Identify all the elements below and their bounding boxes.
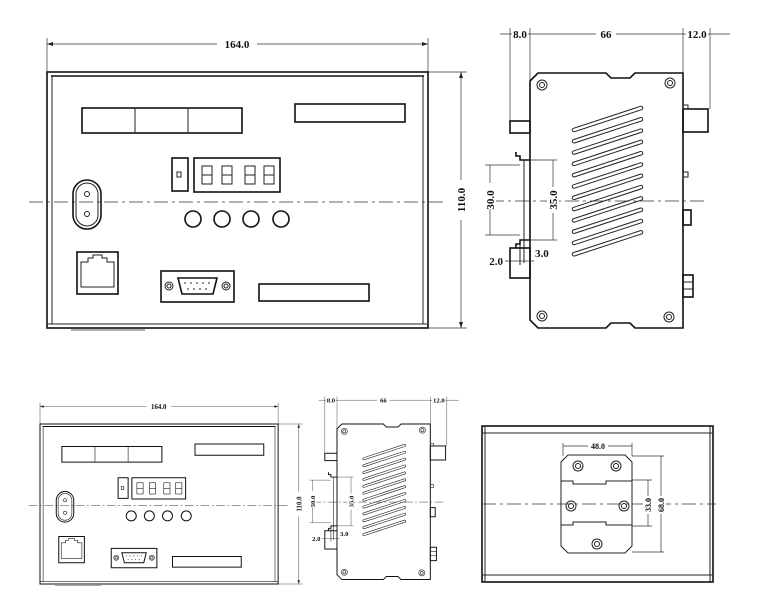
rail-offset-left-label: 2.0 bbox=[489, 256, 503, 268]
button-row bbox=[184, 210, 290, 228]
side-connectors bbox=[682, 104, 709, 298]
side-body-outline bbox=[529, 72, 684, 329]
button-4 bbox=[272, 210, 290, 228]
back-view: 48.0 33.0 68.0 bbox=[481, 425, 716, 583]
button-3 bbox=[242, 210, 260, 228]
rj45-port bbox=[76, 251, 119, 295]
db9-serial-port bbox=[160, 270, 235, 303]
right-offset-dimension-label: 12.0 bbox=[687, 29, 707, 41]
button-2 bbox=[213, 210, 231, 228]
power-switch bbox=[171, 157, 189, 192]
body-depth-dimension-label: 66 bbox=[601, 29, 613, 41]
side-view-large: 8.0 66 12.0 bbox=[484, 27, 730, 329]
power-inlet bbox=[72, 179, 102, 230]
side-view-small bbox=[307, 394, 461, 581]
rail-outer-dimension-label: 30.0 bbox=[485, 190, 497, 210]
ventilation-slots bbox=[571, 105, 644, 257]
height-dimension-label: 110.0 bbox=[456, 187, 468, 212]
enclosure-outline bbox=[46, 71, 429, 329]
vent-slot bbox=[572, 174, 643, 200]
vent-slot bbox=[572, 185, 643, 211]
top-connector-slot bbox=[294, 103, 406, 123]
vent-slot bbox=[572, 231, 643, 256]
terminal-block-group bbox=[81, 107, 243, 134]
left-offset-dimension-label: 8.0 bbox=[513, 29, 527, 41]
seven-segment-display bbox=[193, 157, 281, 193]
vent-slot bbox=[572, 208, 643, 233]
din-rail-clip bbox=[509, 120, 531, 279]
rail-inner-dimension-label: 35.0 bbox=[548, 190, 560, 210]
width-dimension-label: 164.0 bbox=[225, 39, 250, 51]
vent-slot bbox=[572, 163, 643, 188]
side-top-dimensions: 8.0 66 12.0 bbox=[500, 27, 730, 121]
vent-slot bbox=[572, 219, 643, 245]
rail-dimensions: 30.0 35.0 2.0 3.0 bbox=[484, 159, 560, 268]
plate-width-label: 48.0 bbox=[591, 442, 605, 451]
button-1 bbox=[184, 210, 202, 228]
vent-slot bbox=[572, 106, 643, 132]
outer-height-label: 68.0 bbox=[657, 498, 666, 512]
vent-slot bbox=[572, 151, 643, 177]
inner-height-label: 33.0 bbox=[644, 498, 653, 512]
rail-offset-right-label: 3.0 bbox=[535, 248, 549, 260]
front-view-small bbox=[28, 401, 305, 586]
mounting-screws bbox=[536, 77, 676, 323]
vent-slot bbox=[572, 118, 643, 143]
vent-slot bbox=[572, 197, 643, 222]
front-dimension-width: 164.0 bbox=[46, 36, 429, 72]
vent-slot bbox=[572, 140, 643, 166]
mounting-plate bbox=[560, 454, 633, 554]
back-dimensions: 48.0 33.0 68.0 bbox=[562, 440, 666, 553]
front-view-large: 164.0 110.0 bbox=[29, 36, 469, 331]
vent-slot bbox=[572, 129, 643, 154]
bottom-connector-slot bbox=[258, 283, 370, 302]
front-dimension-height: 110.0 bbox=[428, 71, 469, 329]
